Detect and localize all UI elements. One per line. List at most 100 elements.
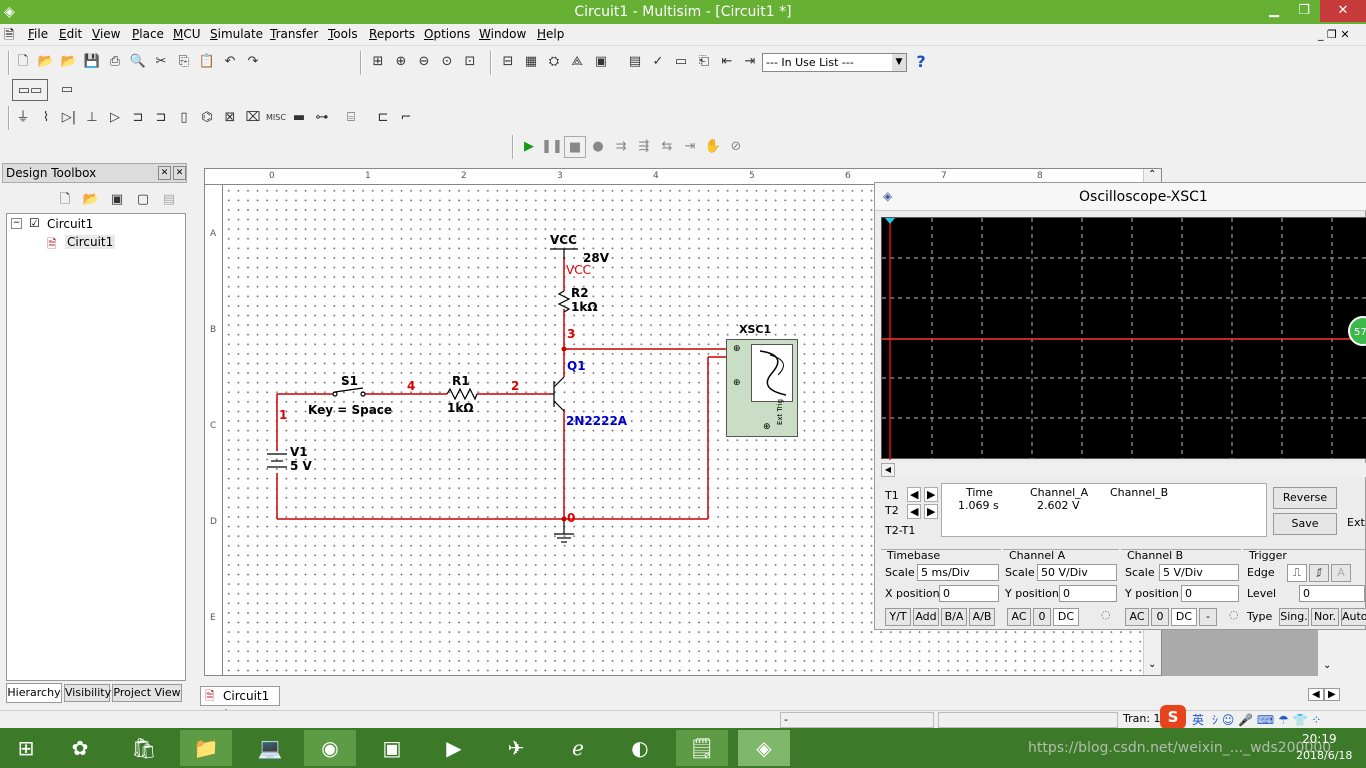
- fullscreen-icon[interactable]: ⊞: [372, 54, 384, 69]
- scope-hscroll[interactable]: ◀: [881, 463, 1366, 477]
- schematic-view-icon[interactable]: ▭▭: [12, 79, 48, 101]
- menu-tools[interactable]: Tools: [328, 27, 358, 41]
- tab-project-view[interactable]: Project View: [112, 684, 182, 702]
- tab-circuit1[interactable]: 🗎 Circuit1 *: [200, 686, 280, 721]
- scope-display[interactable]: 57: [881, 217, 1366, 460]
- save-design-icon[interactable]: ▣: [110, 192, 124, 207]
- tab-visibility[interactable]: Visibility: [64, 684, 111, 702]
- chrome-icon[interactable]: ◉: [304, 730, 356, 766]
- messenger-icon[interactable]: ✈: [507, 736, 525, 760]
- diode-icon[interactable]: ▷|: [61, 110, 77, 125]
- oscilloscope-xsc1-symbol[interactable]: Ext Trig ⊕ ⊕ ⊕: [726, 339, 798, 437]
- menu-file[interactable]: File: [28, 27, 49, 41]
- channel-b-ac-button[interactable]: AC: [1125, 608, 1149, 626]
- save-button[interactable]: Save: [1273, 513, 1337, 535]
- forward-annotate-icon[interactable]: ⇥: [744, 54, 756, 69]
- menu-mcu[interactable]: MCU: [173, 27, 201, 41]
- ime-toolbar-icons[interactable]: ｼ ☺ 🎤 ⌨ ☂ 👕 ⁘: [1212, 713, 1322, 727]
- run-icon[interactable]: ▶: [524, 139, 534, 154]
- probe-icon[interactable]: ✋: [704, 139, 722, 154]
- channel-a-zero-button[interactable]: 0: [1033, 608, 1051, 626]
- collapse-icon[interactable]: −: [11, 218, 22, 229]
- menu-simulate[interactable]: Simulate: [210, 27, 264, 41]
- in-use-list-select[interactable]: --- In Use List --- ▼: [762, 53, 907, 72]
- open-icon[interactable]: 📂: [37, 54, 55, 69]
- minimize-button[interactable]: ▁: [1269, 3, 1279, 18]
- timebase-scale-field[interactable]: 5 ms/Div: [917, 564, 999, 581]
- pause-icon[interactable]: ❚❚: [541, 139, 563, 154]
- menu-edit[interactable]: Edit: [59, 27, 83, 41]
- channel-b-radio-icon[interactable]: ◌: [1229, 608, 1239, 621]
- scroll-left-icon[interactable]: ◀: [881, 463, 895, 477]
- tree-root[interactable]: Circuit1: [47, 217, 94, 231]
- internet-explorer-icon[interactable]: ℯ: [572, 736, 584, 760]
- menu-view[interactable]: View: [92, 27, 121, 41]
- channel-b-ypos-field[interactable]: 0: [1181, 585, 1239, 602]
- level-field[interactable]: 0: [1299, 585, 1365, 602]
- mdi-controls[interactable]: _ ❐ ✕: [1318, 28, 1350, 41]
- start-windows-icon[interactable]: ⊞: [17, 736, 35, 760]
- rf-icon[interactable]: ⊶: [315, 110, 329, 125]
- checkbox-icon[interactable]: ☑: [29, 216, 40, 230]
- reverse-button[interactable]: Reverse: [1273, 487, 1337, 509]
- source-icon[interactable]: ⏚: [16, 110, 30, 125]
- analog-icon[interactable]: ▷: [110, 110, 120, 125]
- mode-ba-button[interactable]: B/A: [941, 608, 967, 626]
- stop-icon[interactable]: ■: [564, 136, 586, 158]
- transistor-icon[interactable]: ⊥: [86, 110, 98, 125]
- power-icon[interactable]: ⌧: [245, 110, 261, 125]
- file-explorer-icon[interactable]: 📁: [180, 730, 232, 766]
- menu-place[interactable]: Place: [132, 27, 164, 41]
- tree-child[interactable]: Circuit1: [65, 235, 116, 249]
- new-design-icon[interactable]: 🗋: [59, 192, 71, 207]
- copy-icon[interactable]: ⎘: [178, 54, 190, 69]
- bom-icon[interactable]: ▤: [628, 54, 642, 69]
- browser-icon[interactable]: ◐: [631, 736, 649, 760]
- step-into-icon[interactable]: ⇶: [638, 139, 650, 154]
- mode-add-button[interactable]: Add: [913, 608, 939, 626]
- cut-icon[interactable]: ✂: [155, 54, 167, 69]
- component-wizard-icon[interactable]: ⟁: [571, 54, 583, 69]
- scroll-down-icon[interactable]: ⌄: [1323, 660, 1332, 671]
- clock-time[interactable]: 20:19: [1302, 732, 1337, 746]
- notepad-icon[interactable]: 🗒: [676, 730, 728, 766]
- menu-help[interactable]: Help: [537, 27, 565, 41]
- type-single-button[interactable]: Sing.: [1279, 608, 1309, 626]
- app-icon-colors[interactable]: ✿: [71, 736, 89, 760]
- channel-a-ypos-field[interactable]: 0: [1059, 585, 1117, 602]
- record-icon[interactable]: ●: [592, 139, 604, 154]
- mode-ab-button[interactable]: A/B: [969, 608, 995, 626]
- peripherals-icon[interactable]: ▬: [292, 110, 306, 125]
- falling-edge-icon[interactable]: ⎎: [1309, 564, 1329, 582]
- step-out-icon[interactable]: ⇥: [684, 139, 696, 154]
- save-icon[interactable]: 💾: [83, 54, 101, 69]
- tab-hierarchy[interactable]: Hierarchy: [6, 683, 62, 703]
- rising-edge-icon[interactable]: ⎍: [1287, 564, 1307, 582]
- menu-window[interactable]: Window: [479, 27, 527, 41]
- type-normal-button[interactable]: Nor.: [1311, 608, 1339, 626]
- document-icon[interactable]: 🗎: [4, 28, 15, 43]
- trigger-channel-a-button[interactable]: A: [1331, 564, 1351, 582]
- new-icon[interactable]: 🗋: [17, 54, 29, 69]
- scroll-down-icon[interactable]: ⌄: [1148, 659, 1157, 670]
- zoom-out-icon[interactable]: ⊖: [418, 54, 430, 69]
- delete-design-icon[interactable]: ▤: [162, 192, 176, 207]
- indicator-icon[interactable]: ⊠: [224, 110, 236, 125]
- close-design-icon[interactable]: ▢: [136, 192, 150, 207]
- channel-a-radio-icon[interactable]: ◌: [1101, 608, 1111, 621]
- zoom-in-icon[interactable]: ⊕: [395, 54, 407, 69]
- spreadsheet-icon[interactable]: ▦: [524, 54, 538, 69]
- toolbox-close-icon[interactable]: ✕: [173, 166, 186, 180]
- print-preview-icon[interactable]: 🔍: [129, 54, 147, 69]
- menu-reports[interactable]: Reports: [369, 27, 416, 41]
- step-over-icon[interactable]: ⇆: [661, 139, 673, 154]
- hierarchy-icon[interactable]: ⊟: [502, 54, 514, 69]
- laptop-icon[interactable]: 💻: [257, 736, 283, 760]
- erc-icon[interactable]: ✓: [652, 54, 664, 69]
- grapher-icon[interactable]: ▣: [594, 54, 608, 69]
- channel-b-dash-button[interactable]: -: [1199, 608, 1217, 626]
- misc-digital-icon[interactable]: ▯: [180, 110, 188, 125]
- menu-options[interactable]: Options: [424, 27, 471, 41]
- mode-yt-button[interactable]: Y/T: [885, 608, 911, 626]
- channel-b-scale-field[interactable]: 5 V/Div: [1159, 564, 1239, 581]
